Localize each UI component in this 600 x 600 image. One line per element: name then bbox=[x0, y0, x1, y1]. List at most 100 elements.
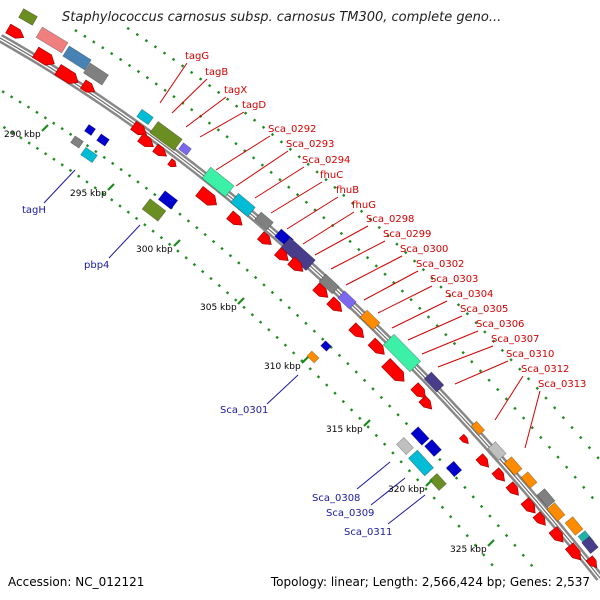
gene-feature[interactable] bbox=[54, 64, 82, 87]
gene-feature[interactable] bbox=[585, 555, 600, 570]
gene-label-tagb[interactable]: tagB bbox=[205, 67, 228, 78]
gene-label-sca_0304[interactable]: Sca_0304 bbox=[445, 289, 493, 300]
gene-feature[interactable] bbox=[520, 497, 539, 517]
gene-feature[interactable] bbox=[70, 135, 84, 149]
gene-label-sca_0312[interactable]: Sca_0312 bbox=[521, 364, 569, 375]
tick-label: 315 kbp bbox=[326, 425, 363, 435]
gene-feature[interactable] bbox=[195, 186, 221, 209]
gene-feature[interactable] bbox=[564, 516, 584, 536]
gene-feature[interactable] bbox=[382, 333, 422, 373]
gene-feature[interactable] bbox=[532, 511, 549, 529]
gene-feature[interactable] bbox=[32, 46, 57, 69]
gene-feature[interactable] bbox=[137, 132, 157, 151]
gene-feature[interactable] bbox=[254, 211, 274, 231]
tick-label: 300 kbp bbox=[136, 245, 173, 255]
gene-feature[interactable] bbox=[548, 526, 567, 546]
gene-feature[interactable] bbox=[178, 142, 192, 156]
gene-feature[interactable] bbox=[5, 23, 27, 42]
gene-label-tagg[interactable]: tagG bbox=[185, 51, 209, 62]
gene-feature[interactable] bbox=[381, 358, 409, 386]
gene-feature[interactable] bbox=[318, 273, 340, 295]
gene-label-tagd[interactable]: tagD bbox=[242, 100, 266, 111]
gene-feature[interactable] bbox=[470, 420, 486, 436]
gene-feature[interactable] bbox=[410, 426, 430, 446]
gene-feature[interactable] bbox=[348, 322, 367, 341]
gene-feature[interactable] bbox=[491, 467, 508, 484]
gene-feature[interactable] bbox=[152, 143, 170, 160]
gene-label-fhub[interactable]: fhuB bbox=[336, 185, 359, 196]
gene-feature[interactable] bbox=[359, 309, 381, 331]
gene-feature[interactable] bbox=[396, 437, 414, 455]
gene-feature[interactable] bbox=[423, 371, 445, 393]
gene-feature[interactable] bbox=[167, 158, 179, 169]
gene-feature[interactable] bbox=[424, 439, 442, 457]
gene-feature[interactable] bbox=[274, 247, 291, 265]
gene-label-sca_0311[interactable]: Sca_0311 bbox=[344, 527, 392, 538]
gene-label-sca_0308[interactable]: Sca_0308 bbox=[312, 493, 360, 504]
gene-label-tagh[interactable]: tagH bbox=[22, 205, 46, 216]
gene-feature[interactable] bbox=[410, 382, 429, 401]
gene-feature[interactable] bbox=[201, 166, 235, 198]
gene-feature[interactable] bbox=[581, 535, 599, 555]
gene-label-fhug[interactable]: fhuG bbox=[352, 200, 376, 211]
gene-feature[interactable] bbox=[408, 449, 434, 477]
gene-feature[interactable] bbox=[84, 124, 96, 136]
gene-label-sca_0298[interactable]: Sca_0298 bbox=[366, 214, 414, 225]
gene-label-sca_0303[interactable]: Sca_0303 bbox=[430, 274, 478, 285]
gene-feature[interactable] bbox=[505, 481, 522, 498]
gene-feature[interactable] bbox=[546, 502, 566, 522]
gene-feature[interactable] bbox=[475, 453, 492, 470]
gene-feature[interactable] bbox=[429, 473, 447, 491]
gene-feature[interactable] bbox=[503, 456, 523, 476]
gene-feature[interactable] bbox=[149, 121, 183, 151]
gene-label-sca_0294[interactable]: Sca_0294 bbox=[302, 155, 350, 166]
gene-feature[interactable] bbox=[312, 282, 332, 301]
gene-feature[interactable] bbox=[367, 337, 388, 358]
gene-feature[interactable] bbox=[418, 395, 435, 412]
forward-gene-labels[interactable]: tagG tagB tagX tagD Sca_0292Sca_0293Sca_0294… bbox=[185, 51, 586, 390]
gene-label-sca_0299[interactable]: Sca_0299 bbox=[383, 229, 431, 240]
gene-feature[interactable] bbox=[83, 62, 109, 86]
gene-feature[interactable] bbox=[141, 198, 167, 222]
gene-feature[interactable] bbox=[520, 471, 538, 489]
gene-feature[interactable] bbox=[458, 433, 470, 445]
gene-label-sca_0313[interactable]: Sca_0313 bbox=[538, 379, 586, 390]
gene-feature[interactable] bbox=[287, 256, 307, 275]
gene-feature[interactable] bbox=[306, 350, 320, 364]
gene-label-fhuc[interactable]: fhuC bbox=[320, 170, 343, 181]
gene-label-sca_0309[interactable]: Sca_0309 bbox=[326, 508, 374, 519]
gene-label-sca_0293[interactable]: Sca_0293 bbox=[286, 139, 334, 150]
gene-label-sca_0300[interactable]: Sca_0300 bbox=[400, 244, 448, 255]
gene-feature[interactable] bbox=[337, 290, 357, 310]
gene-feature[interactable] bbox=[536, 488, 556, 508]
gene-feature[interactable] bbox=[18, 8, 38, 26]
gene-label-sca_0305[interactable]: Sca_0305 bbox=[460, 304, 508, 315]
gene-label-sca_0301[interactable]: Sca_0301 bbox=[220, 405, 268, 416]
gene-feature[interactable] bbox=[157, 190, 179, 210]
gene-label-sca_0310[interactable]: Sca_0310 bbox=[506, 349, 554, 360]
gene-feature[interactable] bbox=[320, 340, 332, 352]
gene-feature[interactable] bbox=[96, 133, 110, 147]
gene-feature[interactable] bbox=[230, 192, 256, 218]
gene-label-sca_0302[interactable]: Sca_0302 bbox=[416, 259, 464, 270]
gene-feature[interactable] bbox=[257, 231, 274, 249]
gene-feature[interactable] bbox=[79, 79, 97, 96]
gene-feature[interactable] bbox=[35, 26, 69, 54]
gene-label-tagx[interactable]: tagX bbox=[224, 85, 247, 96]
gene-feature[interactable] bbox=[226, 210, 246, 229]
gene-label-sca_0306[interactable]: Sca_0306 bbox=[476, 319, 524, 330]
gene-feature[interactable] bbox=[565, 542, 584, 563]
cds-arrow bbox=[410, 382, 426, 399]
gene-feature[interactable] bbox=[80, 146, 98, 164]
gene-feature[interactable] bbox=[487, 441, 507, 461]
gene-label-sca_0292[interactable]: Sca_0292 bbox=[268, 124, 316, 135]
gene-feature[interactable] bbox=[326, 296, 345, 315]
gene-features[interactable] bbox=[5, 8, 600, 571]
gene-feature[interactable] bbox=[136, 108, 154, 126]
gene-feature[interactable] bbox=[62, 45, 92, 71]
gene-label-sca_0307[interactable]: Sca_0307 bbox=[491, 334, 539, 345]
gene-label-pbp4[interactable]: pbp4 bbox=[84, 260, 109, 271]
gene-feature[interactable] bbox=[445, 460, 463, 478]
